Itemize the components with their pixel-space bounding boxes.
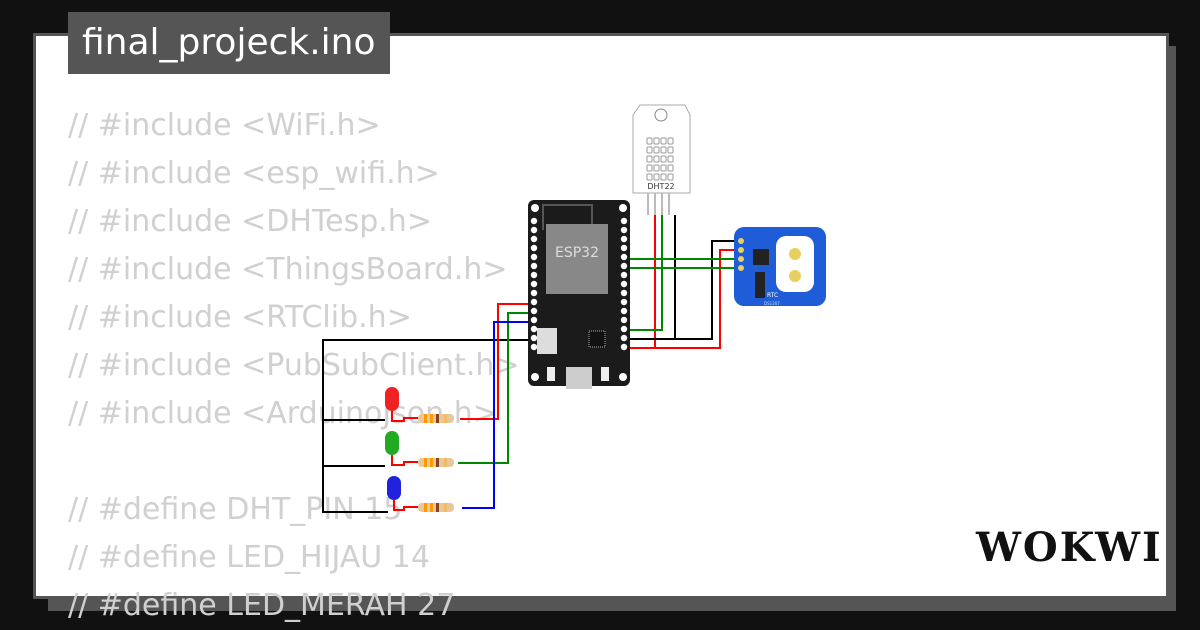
pin — [620, 298, 628, 306]
resistor-band — [430, 458, 433, 467]
vent — [653, 137, 660, 145]
pin — [620, 307, 628, 315]
vent — [660, 164, 667, 172]
pin — [620, 226, 628, 234]
resistor-band — [436, 503, 439, 512]
vent — [667, 137, 674, 145]
code-line: // #include <esp_wifi.h> — [68, 156, 440, 191]
pin — [530, 262, 538, 270]
resistor-band — [436, 458, 439, 467]
code-line: // #define LED_MERAH 27 — [68, 588, 456, 623]
pin — [530, 325, 538, 333]
pin — [530, 271, 538, 279]
vent — [660, 146, 667, 154]
pin — [620, 262, 628, 270]
pin — [530, 298, 538, 306]
resistor-band — [430, 414, 433, 423]
dht22-sensor: DHT22 — [632, 104, 691, 215]
pin — [620, 244, 628, 252]
vent — [646, 155, 653, 163]
wire-dht-data — [624, 215, 663, 331]
pin — [620, 280, 628, 288]
wire-rtc-gnd — [624, 240, 740, 340]
vent — [653, 146, 660, 154]
wire-dht-gnd — [624, 215, 676, 340]
wire-green-led — [458, 312, 530, 464]
vent — [667, 146, 674, 154]
star-icon: ★ — [783, 236, 792, 247]
vent — [653, 155, 660, 163]
code-line: // #include <ArduinoJson.h> — [68, 396, 498, 431]
pin — [530, 289, 538, 297]
vent — [646, 173, 653, 181]
pin — [530, 226, 538, 234]
code-line: // #define LED_HIJAU 14 — [68, 540, 430, 575]
resistor-band — [424, 458, 427, 467]
esp32-label: ESP32 — [555, 245, 599, 261]
resistor-band — [444, 503, 447, 512]
wokwi-logo: WOKWI — [976, 524, 1163, 571]
pin — [530, 253, 538, 261]
wire-red-led — [460, 303, 530, 420]
code-line: // #include <DHTesp.h> — [68, 204, 432, 239]
vent — [646, 164, 653, 172]
pin — [620, 253, 628, 261]
pin — [620, 316, 628, 324]
code-background: // #include <WiFi.h> // #include <esp_wif… — [68, 102, 520, 630]
pin — [530, 316, 538, 324]
vent — [660, 155, 667, 163]
led — [387, 476, 401, 500]
pin — [530, 235, 538, 243]
code-line: // #include <RTClib.h> — [68, 300, 412, 335]
rtc-module: RTC DS1307 ★ — [734, 227, 826, 306]
resistor-band — [424, 414, 427, 423]
code-line: // #include <PubSubClient.h> — [68, 348, 520, 383]
esp32-board: ESP32 — [528, 200, 630, 389]
resistor-band — [430, 503, 433, 512]
rtc-label: RTC — [767, 292, 778, 299]
pin — [620, 271, 628, 279]
led — [385, 387, 399, 411]
pin — [530, 334, 538, 342]
vent — [660, 137, 667, 145]
pin — [620, 289, 628, 297]
vent — [646, 137, 653, 145]
wire-gnd-leds — [322, 339, 530, 513]
code-line: // #include <ThingsBoard.h> — [68, 252, 508, 287]
resistor-band — [444, 414, 447, 423]
vent — [667, 155, 674, 163]
resistor-band — [424, 503, 427, 512]
pin — [530, 343, 538, 351]
led-wire — [391, 455, 420, 466]
code-line: // #define DHT_PIN 15 — [68, 492, 403, 527]
pin — [620, 325, 628, 333]
pin — [620, 334, 628, 342]
pin — [620, 343, 628, 351]
wire-blue-led — [462, 321, 530, 509]
pin — [530, 244, 538, 252]
dht-label: DHT22 — [647, 182, 674, 191]
led — [385, 431, 399, 455]
code-line: // #include <WiFi.h> — [68, 108, 381, 143]
project-title: final_projeck.ino — [68, 12, 390, 74]
wire-rtc-vcc — [624, 249, 740, 349]
vent — [646, 146, 653, 154]
led-wire — [393, 500, 420, 511]
led-wire — [391, 411, 420, 422]
resistor-band — [436, 414, 439, 423]
resistor-band — [444, 458, 447, 467]
vent — [653, 164, 660, 172]
pin — [620, 217, 628, 225]
vent — [667, 173, 674, 181]
pin — [530, 280, 538, 288]
rtc-model: DS1307 — [764, 301, 780, 306]
pin — [530, 217, 538, 225]
vent — [660, 173, 667, 181]
vent — [667, 164, 674, 172]
pin — [620, 235, 628, 243]
vent — [653, 173, 660, 181]
pin — [530, 307, 538, 315]
